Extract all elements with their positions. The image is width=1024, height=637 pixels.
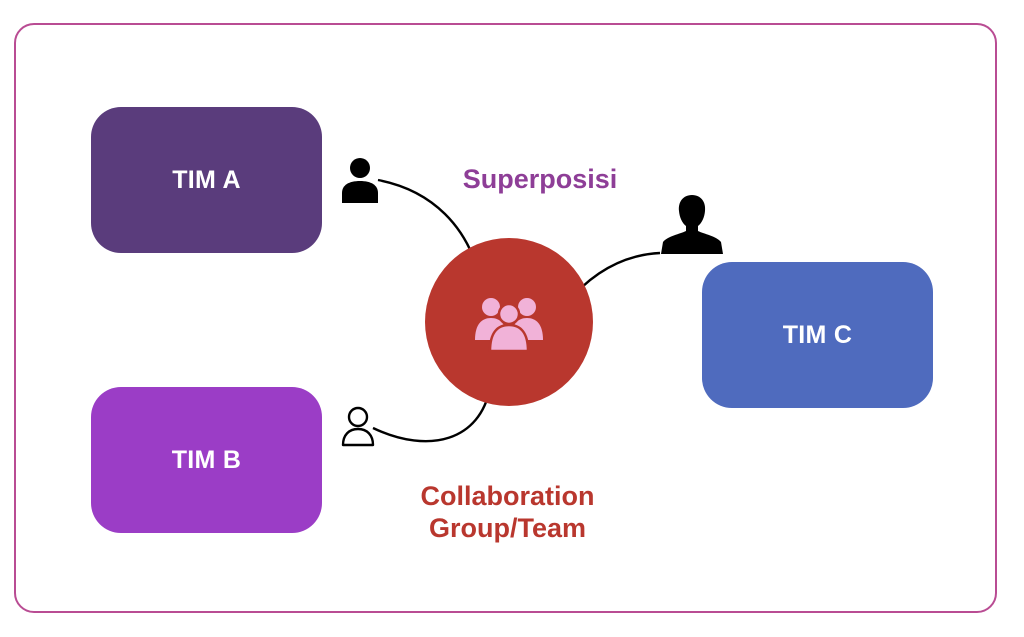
team-b-box: TIM B — [91, 387, 322, 533]
collaboration-hub-circle — [425, 238, 593, 406]
team-a-label: TIM A — [172, 165, 241, 194]
collaboration-label-line2: Group/Team — [428, 513, 587, 543]
team-c-box: TIM C — [702, 262, 933, 408]
superposition-label: Superposisi — [462, 164, 618, 194]
collaboration-label: Collaboration Group/Team — [380, 480, 635, 544]
team-a-box: TIM A — [91, 107, 322, 253]
arrow-from-person-b — [372, 388, 490, 443]
person-filled-icon — [342, 158, 378, 203]
person-outline-icon — [341, 406, 375, 447]
group-people-icon — [475, 298, 543, 352]
person-silhouette-icon — [661, 195, 723, 254]
diagram-frame — [14, 23, 997, 613]
team-b-label: TIM B — [171, 445, 242, 474]
collaboration-label-line1: Collaboration — [420, 481, 595, 511]
team-c-label: TIM C — [782, 320, 853, 349]
